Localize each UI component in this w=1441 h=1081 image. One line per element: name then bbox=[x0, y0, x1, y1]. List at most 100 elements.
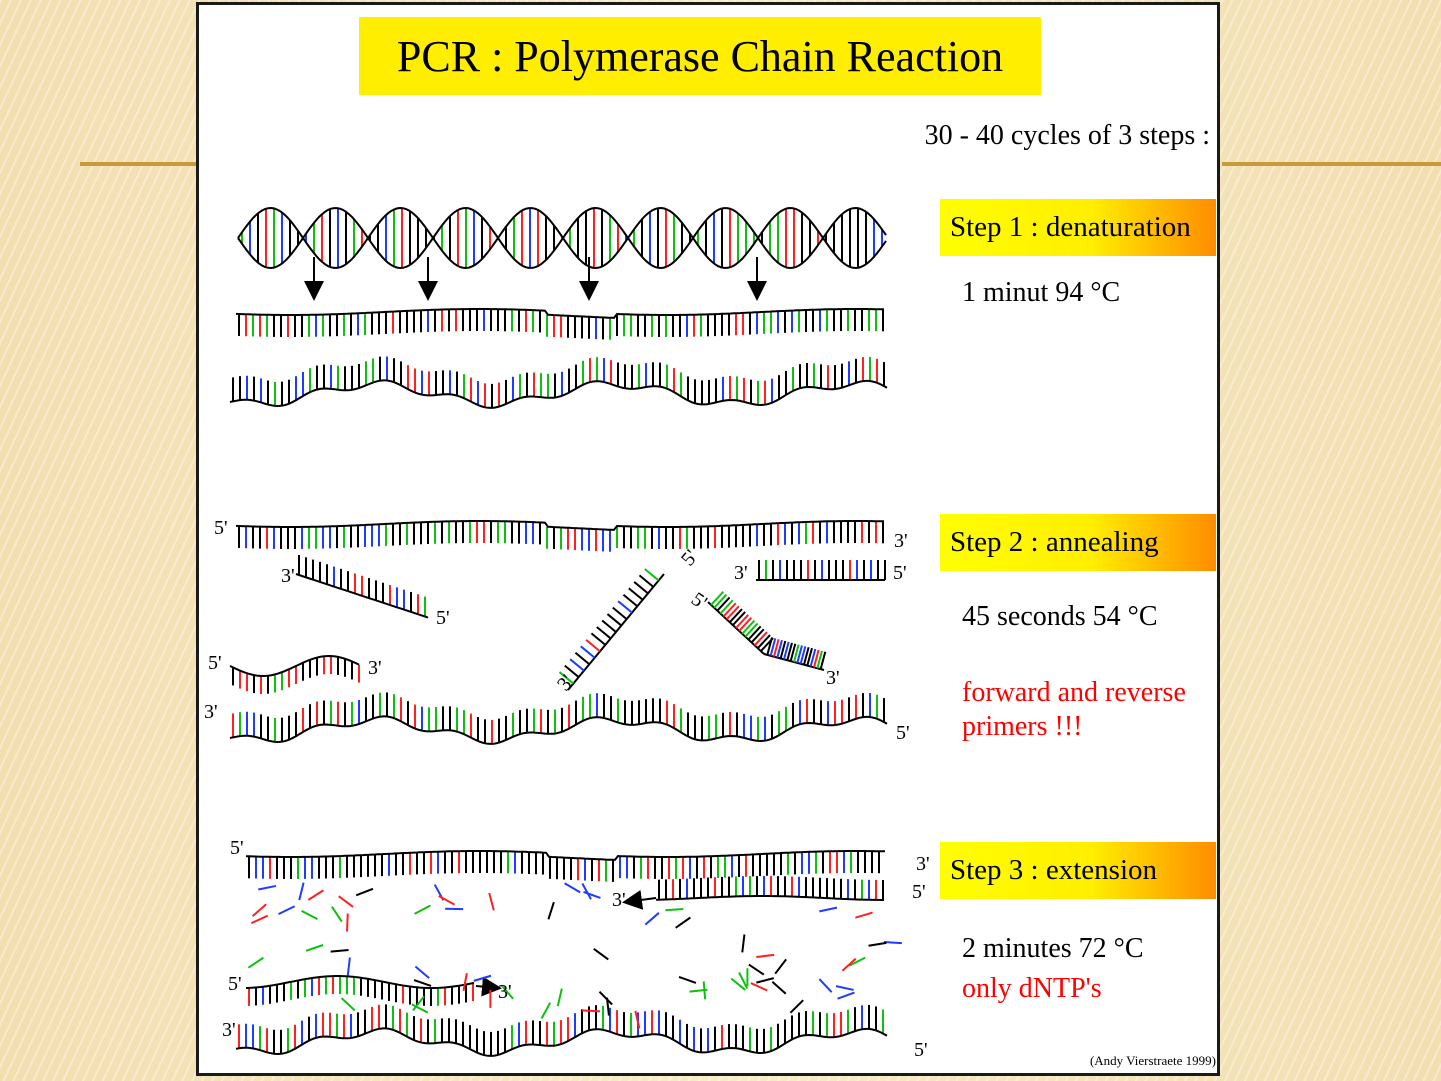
base bbox=[750, 628, 765, 644]
dntp bbox=[340, 997, 356, 1012]
base bbox=[622, 593, 638, 607]
dntp bbox=[756, 953, 775, 958]
primer bbox=[756, 560, 886, 581]
end-label: 5' bbox=[214, 517, 228, 539]
base bbox=[783, 641, 790, 660]
dntp bbox=[258, 884, 277, 891]
end-label: 3' bbox=[734, 562, 748, 584]
end-label: 3' bbox=[368, 657, 382, 679]
base bbox=[809, 648, 817, 667]
base bbox=[732, 611, 746, 626]
dntp bbox=[883, 941, 902, 945]
diagram-title: PCR : Polymerase Chain Reaction bbox=[359, 17, 1041, 95]
base bbox=[766, 637, 773, 656]
denaturation-arrows bbox=[304, 257, 767, 301]
end-label: 3' bbox=[916, 853, 930, 875]
primer bbox=[295, 554, 429, 619]
step1-label: Step 1 : denaturation bbox=[940, 199, 1216, 256]
helix-backbone bbox=[237, 206, 887, 270]
base bbox=[601, 619, 617, 633]
base bbox=[628, 587, 644, 601]
base bbox=[558, 671, 574, 685]
dntp bbox=[581, 883, 592, 900]
dntp bbox=[346, 957, 351, 976]
dntp bbox=[774, 958, 787, 975]
base bbox=[769, 638, 777, 657]
dntp bbox=[305, 944, 324, 952]
dntp bbox=[500, 984, 514, 1000]
base bbox=[776, 639, 783, 658]
dntp bbox=[278, 905, 296, 916]
base bbox=[633, 581, 649, 595]
dntp bbox=[730, 977, 746, 991]
base bbox=[803, 647, 810, 665]
base bbox=[779, 640, 787, 659]
dntp bbox=[250, 914, 269, 925]
pcr-illustration: 5' 3' 3' 5' 3' 5' 5' 3' 3' 5' 5' 3' 5' 3… bbox=[204, 206, 930, 1061]
step1-detail: 1 minut 94 °C bbox=[962, 277, 1121, 308]
base bbox=[596, 626, 612, 640]
dntp bbox=[583, 890, 601, 899]
step3-detail: 2 minutes 72 °C bbox=[962, 933, 1144, 964]
dntp bbox=[598, 990, 613, 1006]
bottom-strand bbox=[229, 692, 888, 745]
base bbox=[741, 619, 756, 635]
base bbox=[713, 593, 728, 609]
forward-primer bbox=[558, 568, 665, 691]
base bbox=[813, 649, 820, 668]
dntp bbox=[301, 909, 318, 921]
end-label: 3' bbox=[281, 565, 295, 587]
top-strand bbox=[235, 308, 884, 340]
backbone bbox=[245, 850, 885, 861]
extending-strand bbox=[245, 975, 475, 1006]
end-label: 5' bbox=[896, 722, 910, 744]
base bbox=[744, 622, 759, 638]
bottom-strand bbox=[235, 1004, 888, 1057]
base bbox=[806, 647, 813, 666]
top-strand bbox=[235, 520, 884, 552]
end-label: 3' bbox=[894, 530, 908, 552]
end-label: 5' bbox=[208, 652, 222, 674]
base bbox=[638, 574, 654, 588]
end-label: 3' bbox=[222, 1019, 236, 1041]
credit: (Andy Vierstraete 1999) bbox=[1089, 1053, 1216, 1068]
end-label: 3' bbox=[826, 667, 840, 689]
base bbox=[786, 642, 793, 661]
decorative-line-left bbox=[80, 162, 198, 166]
base bbox=[585, 639, 601, 653]
helix-backbone bbox=[237, 206, 887, 270]
base bbox=[719, 599, 734, 615]
bottom-strand bbox=[229, 356, 888, 409]
dntp bbox=[605, 997, 610, 1016]
dntp bbox=[771, 981, 787, 995]
dntp bbox=[488, 892, 495, 911]
dntp bbox=[855, 911, 873, 919]
dntp bbox=[819, 906, 838, 913]
backbone bbox=[295, 573, 429, 619]
end-label: 5' bbox=[893, 562, 907, 584]
base bbox=[569, 658, 585, 672]
end-label: 5' bbox=[436, 607, 450, 629]
dntp bbox=[462, 972, 468, 992]
dntp bbox=[355, 887, 374, 897]
base bbox=[735, 614, 749, 629]
base bbox=[725, 605, 740, 621]
dntp bbox=[438, 895, 456, 906]
backbone bbox=[235, 1027, 888, 1057]
base bbox=[564, 664, 580, 678]
step3-label: Step 3 : extension bbox=[940, 842, 1216, 899]
dntp bbox=[837, 991, 855, 1000]
dntp bbox=[848, 956, 866, 967]
dntp bbox=[644, 912, 660, 926]
end-label: 3' bbox=[498, 981, 512, 1003]
end-label: 5' bbox=[914, 1039, 928, 1061]
dntp bbox=[581, 1009, 601, 1013]
step2-note-line2: primers !!! bbox=[962, 711, 1083, 742]
dntp bbox=[678, 976, 697, 984]
dntp bbox=[789, 999, 804, 1014]
base bbox=[757, 634, 771, 649]
dntp bbox=[346, 913, 349, 932]
base bbox=[580, 645, 596, 659]
dntp bbox=[338, 895, 354, 908]
backbone bbox=[235, 308, 884, 319]
